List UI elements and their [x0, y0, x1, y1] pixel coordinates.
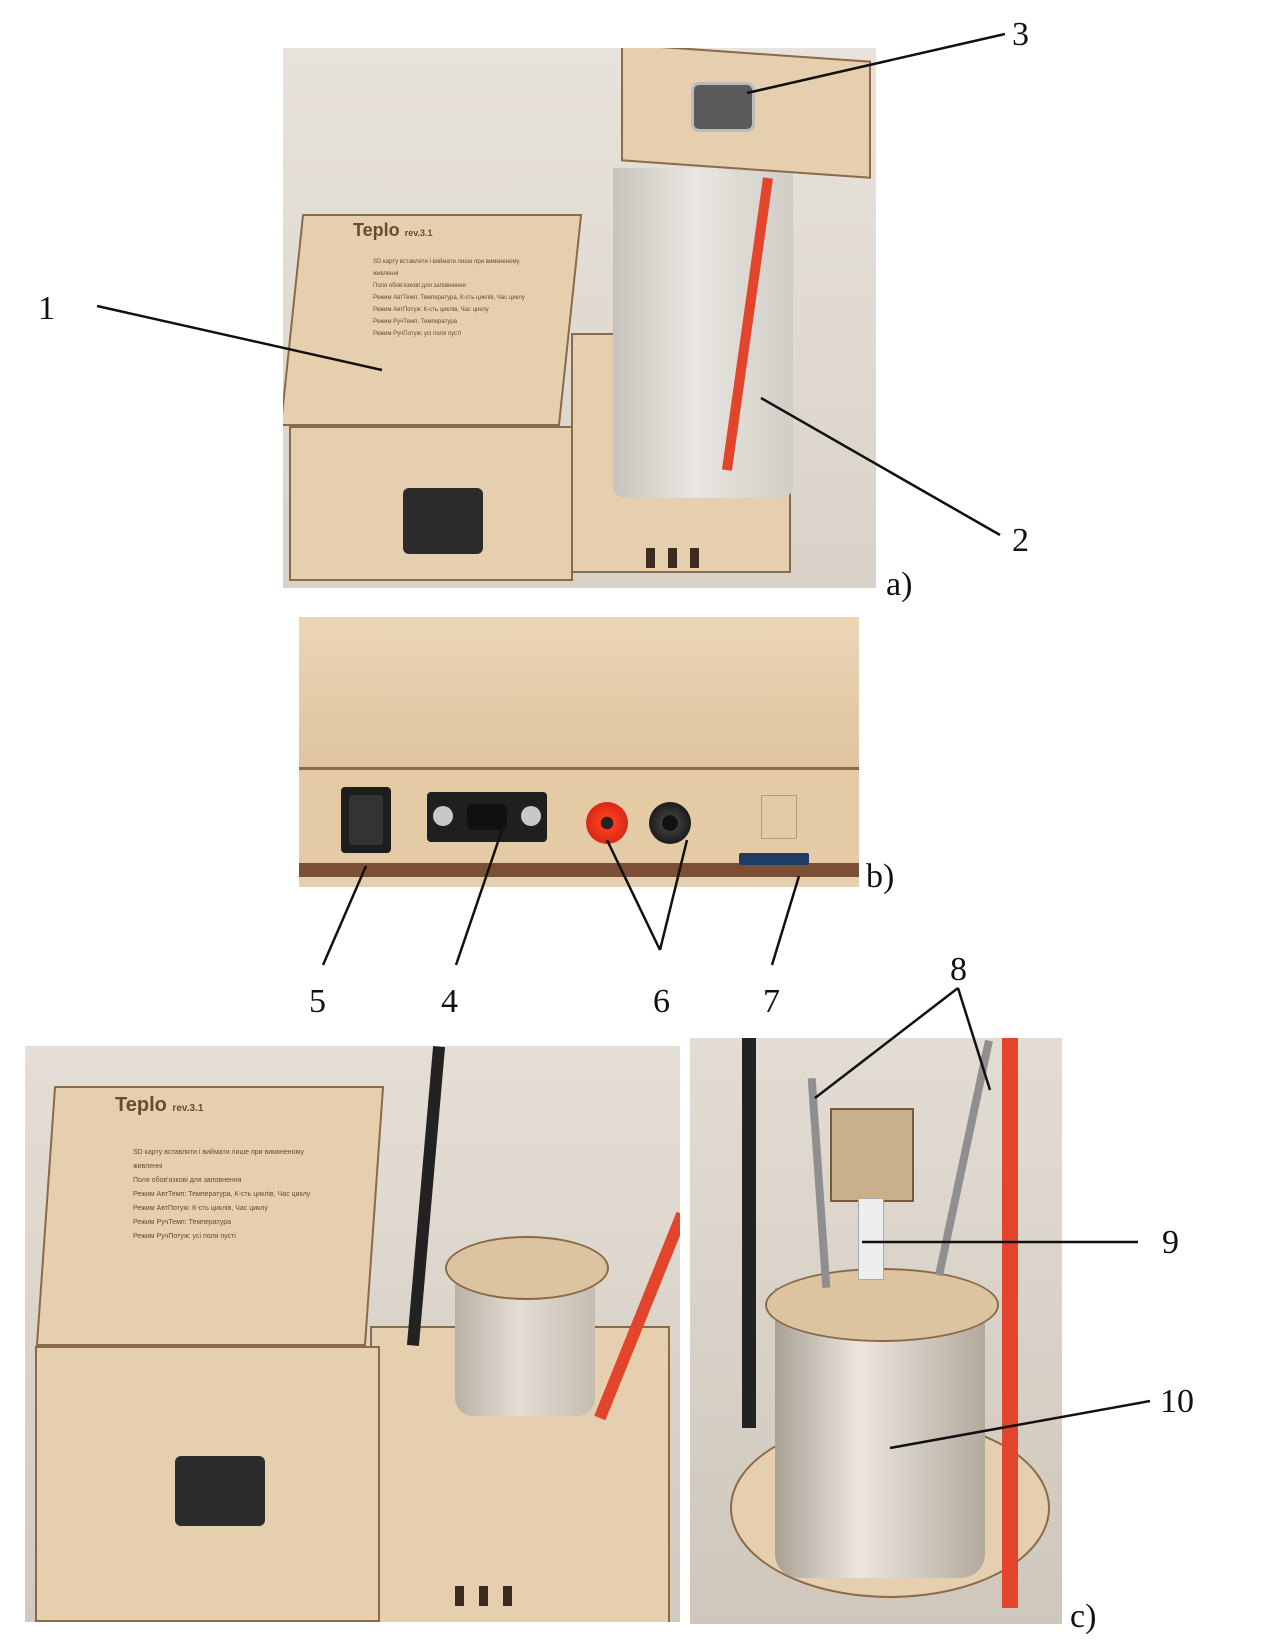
callout-1: 1 [38, 290, 55, 327]
callout-9: 9 [1162, 1224, 1179, 1261]
photo-a: Teplo rev.3.1 SD карту вставляти і вийма… [283, 48, 876, 588]
lid-notes: SD карту вставляти і виймати лише при ви… [373, 259, 525, 337]
callout-10: 10 [1160, 1383, 1194, 1420]
red-rod-c2 [1002, 1038, 1018, 1608]
panel-seam [299, 767, 859, 770]
lid-brand-c: Teplo rev.3.1 [115, 1094, 204, 1116]
black-terminal [649, 802, 691, 844]
heater-assembly [830, 1108, 914, 1202]
callout-7: 7 [763, 983, 780, 1020]
front-fan-c [175, 1456, 265, 1526]
callout-2: 2 [1012, 522, 1029, 559]
sd-card-outline [761, 795, 797, 839]
red-terminal [586, 802, 628, 844]
panel-label-a: a) [886, 566, 913, 603]
panel-label-c: c) [1070, 1598, 1097, 1635]
black-rod-c2 [742, 1038, 756, 1428]
photo-c-right [690, 1038, 1062, 1624]
heater-top-disc [445, 1236, 609, 1300]
leader-7 [770, 875, 801, 966]
callout-6: 6 [653, 983, 670, 1020]
glass-tube [858, 1198, 884, 1280]
callout-8: 8 [950, 951, 967, 988]
base-vents [638, 548, 708, 570]
sd-card-slot [739, 853, 809, 865]
callout-4: 4 [441, 983, 458, 1020]
lid-notes-c: SD карту вставляти і виймати лише при ви… [133, 1149, 311, 1240]
callout-5: 5 [309, 983, 326, 1020]
power-socket [427, 792, 547, 842]
lid-brand: Teplo rev.3.1 [353, 220, 433, 240]
top-disc [765, 1268, 999, 1342]
power-switch [341, 787, 391, 853]
bottom-edge [299, 863, 859, 877]
top-fan [691, 82, 755, 132]
base-vents-c [455, 1586, 525, 1608]
photo-c-left: Teplo rev.3.1 SD карту вставляти і вийма… [25, 1046, 680, 1622]
panel-label-b: b) [866, 858, 895, 895]
front-fan [403, 488, 483, 554]
photo-b [299, 617, 859, 887]
back-panel-upper [299, 617, 859, 767]
callout-3: 3 [1012, 16, 1029, 53]
